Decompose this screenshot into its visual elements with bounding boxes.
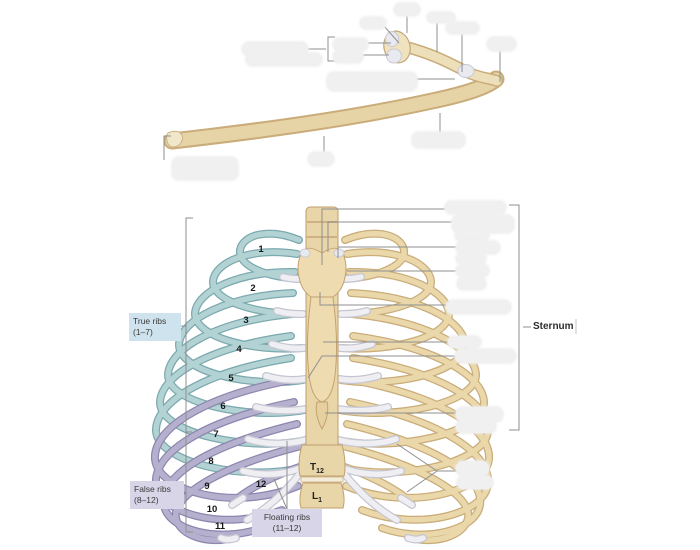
- vertebra-label-L1: L1: [312, 491, 322, 504]
- false-ribs-label-line2: (8–12): [134, 495, 159, 506]
- rib-head-bracket: [327, 36, 335, 62]
- hidden-label-placeholder: [445, 201, 506, 214]
- floating-ribs-label-line1: Floating ribs: [263, 512, 311, 522]
- hidden-label-placeholder: [456, 461, 489, 476]
- rib-number-4: 4: [236, 344, 242, 355]
- hidden-label-placeholder: [456, 407, 503, 422]
- rib-number-3: 3: [243, 315, 248, 326]
- hidden-label-placeholder: [455, 230, 489, 241]
- hidden-label-placeholder: [456, 264, 489, 277]
- hidden-label-placeholder: [487, 37, 516, 51]
- rib-numbers: 1 2 3 4 5 6 7 8 9 10 11 12: [204, 244, 266, 532]
- rib-number-10: 10: [207, 504, 218, 515]
- rib-number-7: 7: [213, 429, 218, 440]
- hidden-label-placeholder: [456, 241, 500, 254]
- rib-number-2: 2: [250, 283, 255, 294]
- rib-number-5: 5: [228, 373, 234, 384]
- rib-number-1: 1: [258, 244, 264, 255]
- hidden-label-placeholder: [394, 3, 420, 16]
- leader-lines: [163, 16, 577, 533]
- hidden-label-placeholder: [172, 157, 238, 180]
- rib-tip-bracket: [163, 135, 171, 160]
- floating-ribs-label-line2: (11–12): [272, 523, 302, 534]
- false-ribs-label-line1: False ribs: [134, 484, 171, 494]
- sternal-body: [307, 296, 337, 403]
- hidden-label-placeholder: [242, 42, 308, 56]
- rib-tubercle-facet: [457, 64, 475, 78]
- sternum-label: Sternum: [533, 321, 574, 332]
- rib-number-8: 8: [208, 456, 213, 467]
- hidden-label-placeholder: [427, 12, 455, 23]
- hidden-label-placeholder: [360, 17, 386, 29]
- ribs-bracket: [185, 217, 193, 533]
- hidden-label-placeholder: [446, 22, 479, 34]
- vertebra-label-T12: T12: [310, 462, 324, 475]
- thoracic-cage-figure: 1 2 3 4 5 6 7 8 9 10 11 12 T12 L1: [155, 206, 489, 540]
- rib-number-11: 11: [215, 521, 226, 532]
- hidden-label-placeholder: [456, 421, 496, 433]
- true-ribs-label-line1: True ribs: [133, 316, 167, 326]
- rib-head-facet-inferior: [386, 48, 402, 64]
- hidden-label-placeholder: [452, 215, 514, 233]
- hidden-label-placeholder: [448, 336, 481, 348]
- rib-number-6: 6: [220, 401, 225, 412]
- hidden-label-placeholder: [456, 253, 486, 264]
- floating-ribs-label: Floating ribs (11–12): [252, 509, 322, 538]
- vertebra-L1: [299, 482, 345, 509]
- vertebra-T12: [298, 444, 346, 477]
- left-true-ribs: [156, 234, 311, 473]
- rib-number-9: 9: [204, 481, 209, 492]
- hidden-label-placeholder: [333, 38, 368, 51]
- rib-number-12: 12: [256, 479, 267, 490]
- sternum-shape: [297, 247, 347, 431]
- sternum-bracket: [509, 204, 520, 431]
- xiphoid-process: [315, 401, 329, 431]
- hidden-label-placeholder: [246, 53, 322, 66]
- hidden-label-placeholder: [333, 50, 363, 63]
- hidden-label-placeholder: [308, 152, 334, 166]
- true-ribs-label: True ribs (1–7): [129, 313, 181, 342]
- true-ribs-label-line2: (1–7): [133, 327, 153, 338]
- false-ribs-label: False ribs (8–12): [130, 481, 184, 510]
- rib-head-facet-superior: [385, 31, 399, 47]
- hidden-label-placeholder: [446, 300, 511, 314]
- hidden-label-placeholder: [457, 476, 493, 489]
- hidden-label-placeholder: [455, 349, 516, 363]
- hidden-label-placeholder: [457, 277, 486, 290]
- single-rib-figure: [163, 30, 505, 150]
- hidden-label-placeholder: [412, 132, 465, 148]
- hidden-label-placeholder: [327, 72, 417, 91]
